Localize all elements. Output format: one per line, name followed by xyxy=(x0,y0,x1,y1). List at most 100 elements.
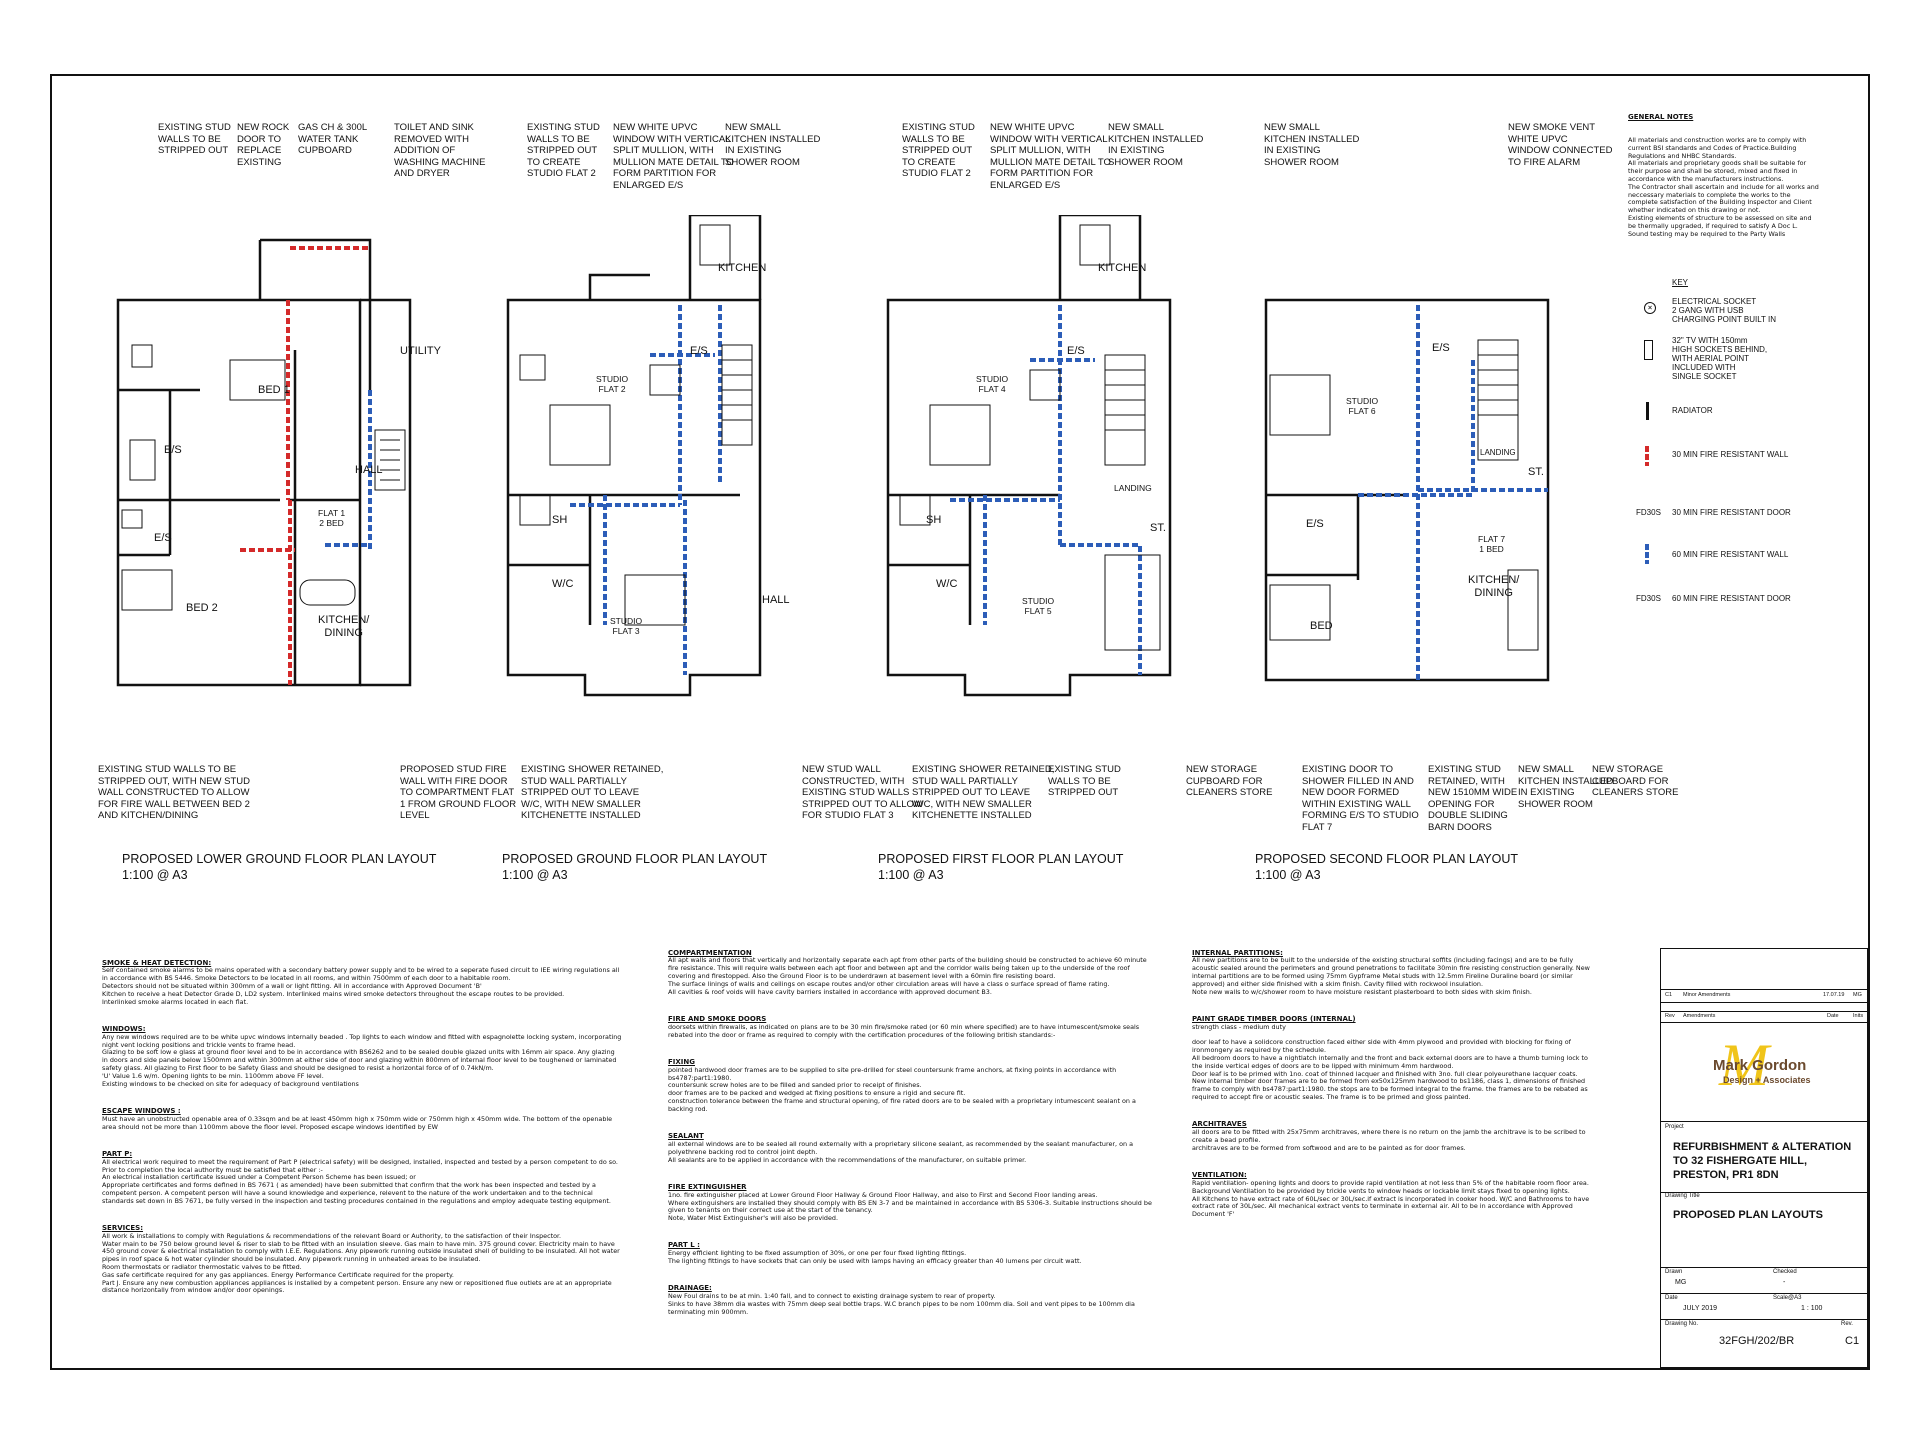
general-notes-text: All materials and construction works are… xyxy=(1628,135,1819,238)
note-heading: ARCHITRAVES xyxy=(1192,1120,1247,1129)
scale-label: Scale@A3 xyxy=(1773,1295,1802,1301)
callout: NEW SMOKE VENT WHITE UPVC WINDOW CONNECT… xyxy=(1508,122,1613,168)
room-label: E/S xyxy=(154,532,172,544)
room-label: LANDING xyxy=(1480,448,1516,457)
callout: EXISTING STUD RETAINED, WITH NEW 1510mm … xyxy=(1428,764,1518,833)
key-code: FD30S xyxy=(1636,594,1661,603)
note-text: all external windows are to be sealed al… xyxy=(668,1139,1133,1164)
note-text: All work & installations to comply with … xyxy=(102,1231,620,1295)
room-label: BED xyxy=(1310,620,1333,632)
note-text: all doors are to be fitted with 25x75mm … xyxy=(1192,1128,1586,1152)
key-label: 60 MIN FIRE RESISTANT WALL xyxy=(1672,550,1789,559)
first-floor-plan xyxy=(886,215,1172,697)
room-label: STUDIO FLAT 4 xyxy=(976,374,1009,394)
note-text: pointed hardwood door frames are to be s… xyxy=(668,1065,1136,1113)
note-heading: SMOKE & HEAT DETECTION: xyxy=(102,958,212,967)
general-notes: GENERAL NOTES All materials and construc… xyxy=(1628,98,1820,246)
drawing-date: JULY 2019 xyxy=(1683,1305,1717,1312)
note-heading: WINDOWS: xyxy=(102,1024,146,1033)
plan-title: PROPOSED LOWER GROUND FLOOR PLAN LAYOUT xyxy=(122,852,437,866)
tv-point-icon xyxy=(1644,340,1653,360)
callout: EXISTING STUD WALLS TO BE STRIPPED OUT xyxy=(1048,764,1121,798)
callout: EXISTING STUD WALLS TO BE STRIPPED OUT T… xyxy=(902,122,975,179)
room-label: KITCHEN/ DINING xyxy=(318,614,370,639)
room-label: FLAT 1 2 BED xyxy=(318,508,346,528)
key-label: 30 MIN FIRE RESISTANT WALL xyxy=(1672,450,1789,459)
note-heading: SERVICES: xyxy=(102,1224,143,1233)
room-label: E/S xyxy=(1432,342,1450,354)
note-heading: DRAINAGE: xyxy=(668,1284,712,1293)
room-label: STUDIO FLAT 5 xyxy=(1022,596,1055,616)
room-label: STUDIO FLAT 3 xyxy=(610,616,643,636)
note-text: All electrical work required to meet the… xyxy=(102,1157,618,1205)
note-text: All new partitions are to be built to th… xyxy=(1192,956,1590,996)
note-text: New Foul drains to be at min. 1:40 fall,… xyxy=(668,1292,1135,1316)
plan-scale: 1:100 @ A3 xyxy=(502,868,568,882)
socket-icon: × xyxy=(1644,302,1656,314)
note-heading: COMPARTMENTATION xyxy=(668,948,752,957)
room-label: W/C xyxy=(552,578,574,590)
key-code: FD30S xyxy=(1636,508,1661,517)
red-line-icon xyxy=(1645,446,1649,466)
callout: EXISTING SHOWER RETAINED, STUD WALL PART… xyxy=(912,764,1055,821)
callout: NEW STORAGE CUPBOARD FOR CLEANERS STORE xyxy=(1592,764,1679,798)
room-label: UTILITY xyxy=(400,345,441,357)
note-text: Rapid ventilation- opening lights and do… xyxy=(1192,1178,1590,1219)
drawing-title: PROPOSED PLAN LAYOUTS xyxy=(1673,1209,1823,1221)
rev-date: 17.07.19 xyxy=(1823,992,1845,998)
callout: EXISTING STUD WALLS TO BE STRIPPED OUT xyxy=(158,122,231,156)
callout: GAS CH & 300L WATER TANK CUPBOARD xyxy=(298,122,368,156)
key-label: 30 MIN FIRE RESISTANT DOOR xyxy=(1672,508,1791,517)
note-heading: VENTILATION: xyxy=(1192,1171,1247,1180)
callout: NEW SMALL KITCHEN INSTALLED IN EXISTING … xyxy=(1518,764,1614,810)
note-text: Must have an unobstructed openable area … xyxy=(102,1114,615,1131)
key-label: 32" TV WITH 150mm HIGH SOCKETS BEHIND, W… xyxy=(1672,336,1768,381)
note-heading: PART L : xyxy=(668,1241,700,1250)
room-label: STUDIO FLAT 6 xyxy=(1346,396,1379,416)
checked-label: Checked xyxy=(1773,1269,1797,1275)
lower-ground-floor-plan xyxy=(116,238,412,687)
key-heading: KEY xyxy=(1672,278,1689,287)
room-label: STUDIO FLAT 2 xyxy=(596,374,629,394)
notes-column-3: INTERNAL PARTITIONS:All new partitions a… xyxy=(1192,934,1592,1231)
drawn-label: Drawn xyxy=(1665,1269,1683,1275)
project-label: Project xyxy=(1665,1124,1684,1130)
revision-row: C1 Minor Amendments 17.07.19 MG xyxy=(1661,989,1867,1003)
init-col-label: Inits xyxy=(1853,1013,1864,1019)
callout: EXISTING STUD WALLS TO BE STRIPPED OUT, … xyxy=(98,764,250,821)
rev-by: MG xyxy=(1853,992,1862,998)
rev-description: Minor Amendments xyxy=(1683,992,1731,998)
drawn-checked-row: Drawn MG Checked - xyxy=(1661,1267,1867,1294)
key-label: RADIATOR xyxy=(1672,406,1713,415)
plan-title: PROPOSED GROUND FLOOR PLAN LAYOUT xyxy=(502,852,768,866)
revision-number: C1 xyxy=(1845,1335,1860,1347)
note-text: Self contained smoke alarms to be mains … xyxy=(102,966,620,1006)
title-block: C1 Minor Amendments 17.07.19 MG Rev Amen… xyxy=(1660,948,1868,1368)
callout: TOILET AND SINK REMOVED WITH ADDITION OF… xyxy=(394,122,486,179)
callout: EXISTING STUD WALLS TO BE STRIPPED OUT T… xyxy=(527,122,600,179)
drawing-scale: 1 : 100 xyxy=(1801,1305,1823,1312)
key-legend: KEY × ELECTRICAL SOCKET 2 GANG WITH USB … xyxy=(1630,278,1830,608)
key-label: 60 MIN FIRE RESISTANT DOOR xyxy=(1672,594,1791,603)
note-heading: PAINT GRADE TIMBER DOORS (INTERNAL) xyxy=(1192,1014,1356,1023)
drawing-title-label: Drawing Title xyxy=(1665,1193,1700,1199)
room-label: W/C xyxy=(936,578,958,590)
date-scale-row: Date JULY 2019 Scale@A3 1 : 100 xyxy=(1661,1293,1867,1320)
plan-scale: 1:100 @ A3 xyxy=(878,868,944,882)
room-label: KITCHEN xyxy=(718,262,767,274)
key-label: ELECTRICAL SOCKET 2 GANG WITH USB CHARGI… xyxy=(1672,297,1777,324)
room-label: E/S xyxy=(1306,518,1324,530)
note-text: Any new windows required are to be white… xyxy=(102,1032,622,1088)
room-label: KITCHEN xyxy=(1098,262,1147,274)
amend-col-label: Amendments xyxy=(1683,1013,1716,1019)
note-text: Energy efficient lighting to be fixed as… xyxy=(668,1249,1082,1266)
plan-scale: 1:100 @ A3 xyxy=(122,868,188,882)
callout: NEW STUD WALL CONSTRUCTED, WITH EXISTING… xyxy=(802,764,923,821)
logo-line-2: Design + Associates xyxy=(1723,1075,1811,1085)
drawing-number: 32FGH/202/BR xyxy=(1719,1335,1795,1347)
room-label: BED 2 xyxy=(186,602,218,614)
room-label: KITCHEN/ DINING xyxy=(1468,574,1520,599)
note-text: All apt walls and floors that vertically… xyxy=(668,956,1147,996)
drawing-sheet-border xyxy=(50,74,1870,1370)
